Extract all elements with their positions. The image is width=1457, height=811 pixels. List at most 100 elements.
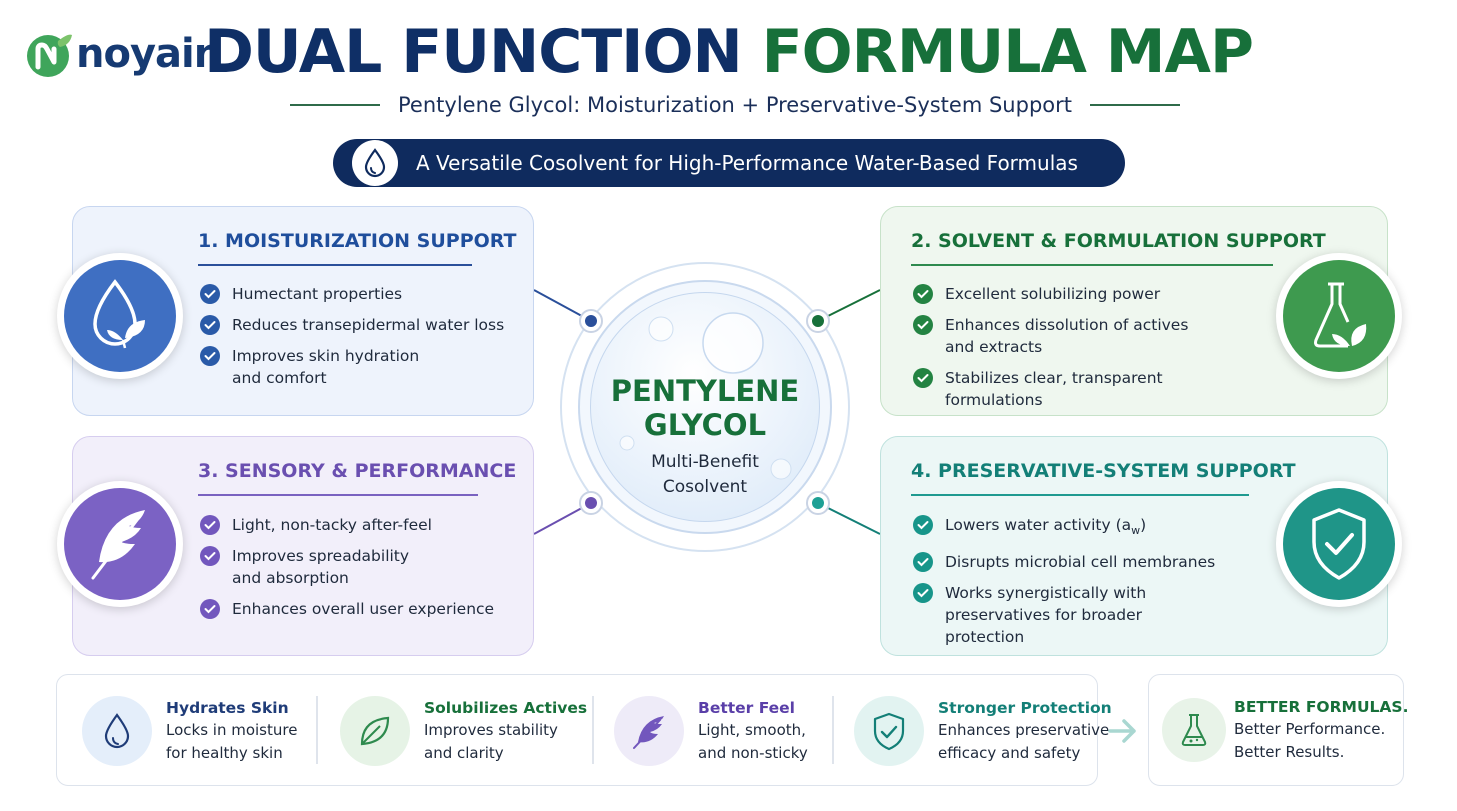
feather-icon [91,510,145,580]
card-2-icon-badge [1276,253,1402,379]
subtitle-rule-right [1089,104,1180,106]
card-4-underline [911,494,1249,496]
benefit-desc-2: and clarity [424,744,504,762]
feather-icon [614,696,684,766]
bullet-line-1: Lowers water activity (a [945,516,1132,534]
node-4 [806,491,830,515]
bullet-text: Disrupts microbial cell membranes [945,553,1216,572]
list-item: Improves skin hydration and comfort [200,345,504,389]
title-part-1: DUAL FUNCTION [204,17,743,87]
benefit-desc-2: for healthy skin [166,744,283,762]
result-better-formulas: BETTER FORMULAS. Better Performance. Bet… [1162,696,1408,764]
center-title-line-1: PENTYLENE [610,374,800,408]
benefit-title: Solubilizes Actives [424,699,588,717]
list-item: Reduces transepidermal water loss [200,314,504,336]
subscript-w: w [1131,524,1141,538]
bullet-line-3: protection [945,628,1025,647]
center-subtitle-line-2: Cosolvent [662,477,748,497]
list-item: Enhances overall user experience [200,598,494,620]
list-item: Disrupts microbial cell membranes [913,551,1215,573]
card-1-icon-badge [57,253,183,379]
card-1-underline [198,264,472,266]
check-icon [913,583,933,604]
center-title-line-2: GLYCOL [643,408,767,442]
flask-leaf-icon [1314,282,1367,348]
bullet-line-1: Enhances dissolution of actives [945,316,1189,334]
leaf-n-icon [27,34,72,77]
check-icon [200,284,220,304]
bullet-line-2: formulations [945,391,1043,409]
check-icon [200,546,220,566]
benefit-protection: Stronger Protection Enhances preservativ… [854,696,1112,766]
benefit-hydrates: Hydrates Skin Locks in moisture for heal… [82,696,297,766]
result-title: BETTER FORMULAS. [1234,698,1409,716]
bullet-line-2: and comfort [232,369,327,387]
benefit-desc-2: and non-sticky [698,744,808,762]
center-subtitle: Multi-Benefit Cosolvent [560,450,850,500]
drop-icon [82,696,152,766]
benefit-title: Better Feel [698,699,795,717]
subtitle-row: Pentylene Glycol: Moisturization + Prese… [290,93,1180,117]
card-2-underline [911,264,1273,266]
benefit-desc-1: Enhances preservative [938,721,1110,739]
check-icon [200,346,220,366]
page-title: DUAL FUNCTION FORMULA MAP [0,20,1457,84]
check-icon [913,284,933,304]
check-icon [200,599,220,619]
card-1-title: 1. MOISTURIZATION SUPPORT [198,230,517,252]
banner-text: A Versatile Cosolvent for High-Performan… [416,151,1078,175]
check-icon [200,515,220,535]
divider [316,696,318,764]
drop-leaf-icon [93,279,145,349]
card-2-title: 2. SOLVENT & FORMULATION SUPPORT [911,230,1326,252]
check-icon [913,552,933,573]
check-icon [913,368,933,388]
card-3-icon-badge [57,481,183,607]
divider [832,696,834,764]
bullet-text: Reduces transepidermal water loss [232,316,505,334]
bullet-line-2: and absorption [232,569,349,587]
benefit-solubilizes: Solubilizes Actives Improves stability a… [340,696,587,766]
list-item: Improves spreadability and absorption [200,545,494,589]
list-item: Excellent solubilizing power [913,283,1188,305]
card-3-title: 3. SENSORY & PERFORMANCE [198,460,517,482]
list-item: Light, non-tacky after-feel [200,514,494,536]
bullet-line-1: Improves spreadability [232,547,410,565]
center-subtitle-line-1: Multi-Benefit [651,452,759,472]
subtitle-rule-left [290,104,381,106]
node-3 [579,491,603,515]
bullet-line-1: Improves skin hydration [232,347,420,365]
card-4-title: 4. PRESERVATIVE-SYSTEM SUPPORT [911,460,1296,482]
list-item: Enhances dissolution of actives and extra… [913,314,1188,358]
benefits-strip [56,674,1098,786]
bullet-text: Light, non-tacky after-feel [232,516,432,534]
card-1-bullets: Humectant properties Reduces transepider… [200,283,504,389]
result-box [1148,674,1404,786]
card-3-bullets: Light, non-tacky after-feel Improves spr… [200,514,494,620]
bullet-text: Enhances dissolution of actives and extra… [945,314,1188,358]
card-4-bullets: Lowers water activity (aw) Disrupts micr… [913,514,1215,648]
benefit-desc-2: efficacy and safety [938,744,1081,762]
divider [592,696,594,764]
bullet-line-1-end: ) [1140,516,1147,534]
benefit-title: Hydrates Skin [166,699,289,717]
bullet-text: Lowers water activity (aw) [945,514,1146,542]
bullet-line-2: and extracts [945,338,1043,356]
benefit-desc-1: Improves stability [424,721,558,739]
list-item: Lowers water activity (aw) [913,514,1215,542]
bullet-text: Enhances overall user experience [232,600,495,618]
node-2 [806,309,830,333]
bullet-line-1: Stabilizes clear, transparent [945,369,1163,387]
result-desc-2: Better Results. [1234,743,1345,761]
center-hub [590,292,820,522]
center-title: PENTYLENE GLYCOL [560,374,850,442]
check-icon [913,315,933,335]
list-item: Humectant properties [200,283,504,305]
bullet-text: Humectant properties [232,285,403,303]
bullet-text: Improves spreadability and absorption [232,545,409,589]
page-subtitle: Pentylene Glycol: Moisturization + Prese… [398,93,1072,117]
brand-logo: noyain [24,28,222,80]
bubbles-decoration [619,312,792,480]
